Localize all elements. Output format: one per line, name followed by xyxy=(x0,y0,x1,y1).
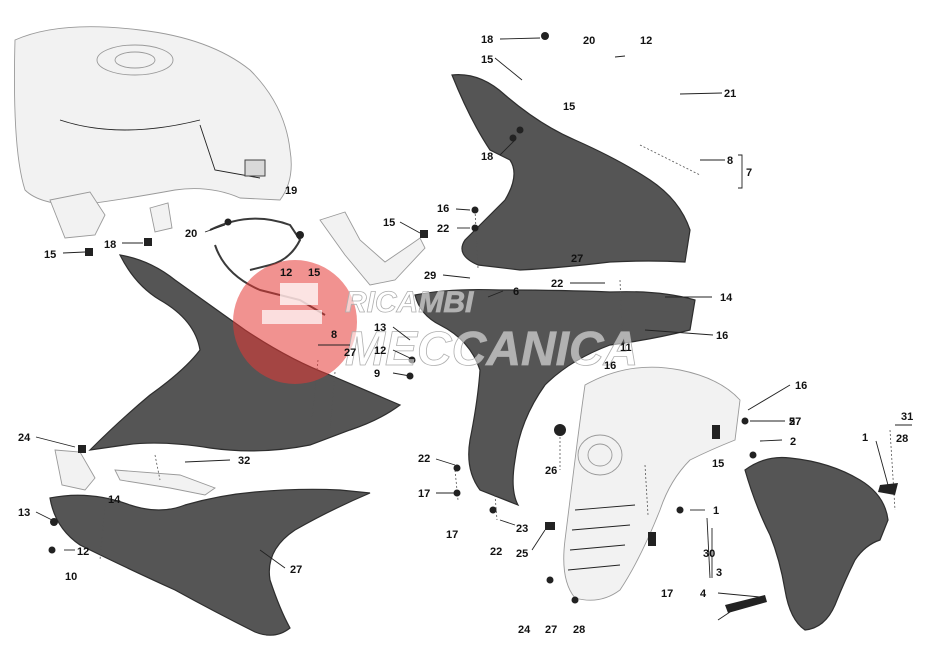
callout-31: 28 xyxy=(896,433,908,445)
center-support-bracket xyxy=(319,211,426,286)
callout-22: 23 xyxy=(516,523,528,535)
callout-22: 17 xyxy=(418,488,430,500)
callout-22: 27 xyxy=(571,253,583,265)
callout-16: 5 xyxy=(789,416,795,428)
callout-8: 8 xyxy=(727,155,733,167)
callout-21: 21 xyxy=(724,88,736,100)
callout-26: 25 xyxy=(516,548,528,560)
callout-16: 22 xyxy=(551,278,563,290)
left-mount-bracket xyxy=(49,191,173,239)
callout-5: 2 xyxy=(790,436,796,448)
callout-32: 14 xyxy=(108,494,121,506)
callout-17: 1 xyxy=(713,505,719,517)
callout-9: 8 xyxy=(331,329,337,341)
callout-15: 16 xyxy=(604,360,616,372)
fasteners xyxy=(48,32,898,613)
callout-16: 27 xyxy=(789,416,801,428)
callout-12: 9 xyxy=(374,368,380,380)
callout-8: 27 xyxy=(344,347,356,359)
lower-left-panel xyxy=(49,488,371,636)
watermark-line2: MECCANICA xyxy=(345,323,638,376)
callout-20: 20 xyxy=(583,35,595,47)
callout-27: 16 xyxy=(716,330,728,342)
callout-1: 31 xyxy=(901,411,913,423)
callout-labels: 18 20 12 15 15 21 8 7 18 16 22 15 15 18 … xyxy=(18,34,913,636)
callout-1: 30 xyxy=(703,548,715,560)
upper-right-fairing xyxy=(451,74,691,271)
callout-28: 15 xyxy=(712,458,724,470)
callout-12: 12 xyxy=(640,35,652,47)
callout-15: 15 xyxy=(481,54,493,66)
callout-29: 6 xyxy=(513,286,519,298)
callout-23: 26 xyxy=(545,465,557,477)
callout-14: 13 xyxy=(18,507,30,519)
callout-13: 12 xyxy=(374,345,386,357)
callout-leaders xyxy=(35,37,889,621)
middle-fairing xyxy=(414,288,696,507)
callout-14: 13 xyxy=(374,322,386,334)
callout-13: 12 xyxy=(77,546,89,558)
callout-7: 7 xyxy=(746,167,752,179)
fuel-tank-outline xyxy=(14,26,292,206)
callout-15: 15 xyxy=(383,217,395,229)
callout-27: 11 xyxy=(620,342,632,354)
callout-28: 17 xyxy=(661,588,673,600)
callout-22: 22 xyxy=(437,223,449,235)
right-side-cover xyxy=(744,456,889,631)
callout-24: 27 xyxy=(545,624,557,636)
callout-6: 14 xyxy=(720,292,733,304)
leader-lines xyxy=(99,144,896,561)
watermark-bar xyxy=(280,283,318,305)
watermark-logo: RICAMBI MECCANICA xyxy=(233,260,639,384)
callout-20: 19 xyxy=(285,185,297,197)
callout-27: 22 xyxy=(418,453,430,465)
inner-fairing-panel xyxy=(563,366,741,601)
callout-30: 3 xyxy=(716,567,722,579)
callout-27: 29 xyxy=(424,270,436,282)
callout-17: 17 xyxy=(446,529,458,541)
callout-12: 10 xyxy=(65,571,77,583)
callout-11: 16 xyxy=(795,380,807,392)
callout-15: 18 xyxy=(104,239,116,251)
callout-17: 22 xyxy=(490,546,502,558)
callout-12: 15 xyxy=(308,267,320,279)
callout-19: 12 xyxy=(280,267,292,279)
small-bracket-32 xyxy=(54,449,216,496)
callout-25: 24 xyxy=(518,624,531,636)
group-brackets xyxy=(318,154,912,578)
callout-3: 4 xyxy=(700,588,707,600)
callout-10: 27 xyxy=(290,564,302,576)
callout-18: 18 xyxy=(481,34,493,46)
watermark-bar xyxy=(262,310,322,324)
callout-16: 16 xyxy=(437,203,449,215)
callout-15: 15 xyxy=(44,249,56,261)
callout-15: 15 xyxy=(563,101,575,113)
callout-2: 1 xyxy=(862,432,868,444)
callout-18: 18 xyxy=(481,151,493,163)
callout-15: 24 xyxy=(18,432,31,444)
watermark-line1: RICAMBI xyxy=(345,286,474,319)
callout-18: 20 xyxy=(185,228,197,240)
callout-24: 32 xyxy=(238,455,250,467)
callout-27: 28 xyxy=(573,624,585,636)
